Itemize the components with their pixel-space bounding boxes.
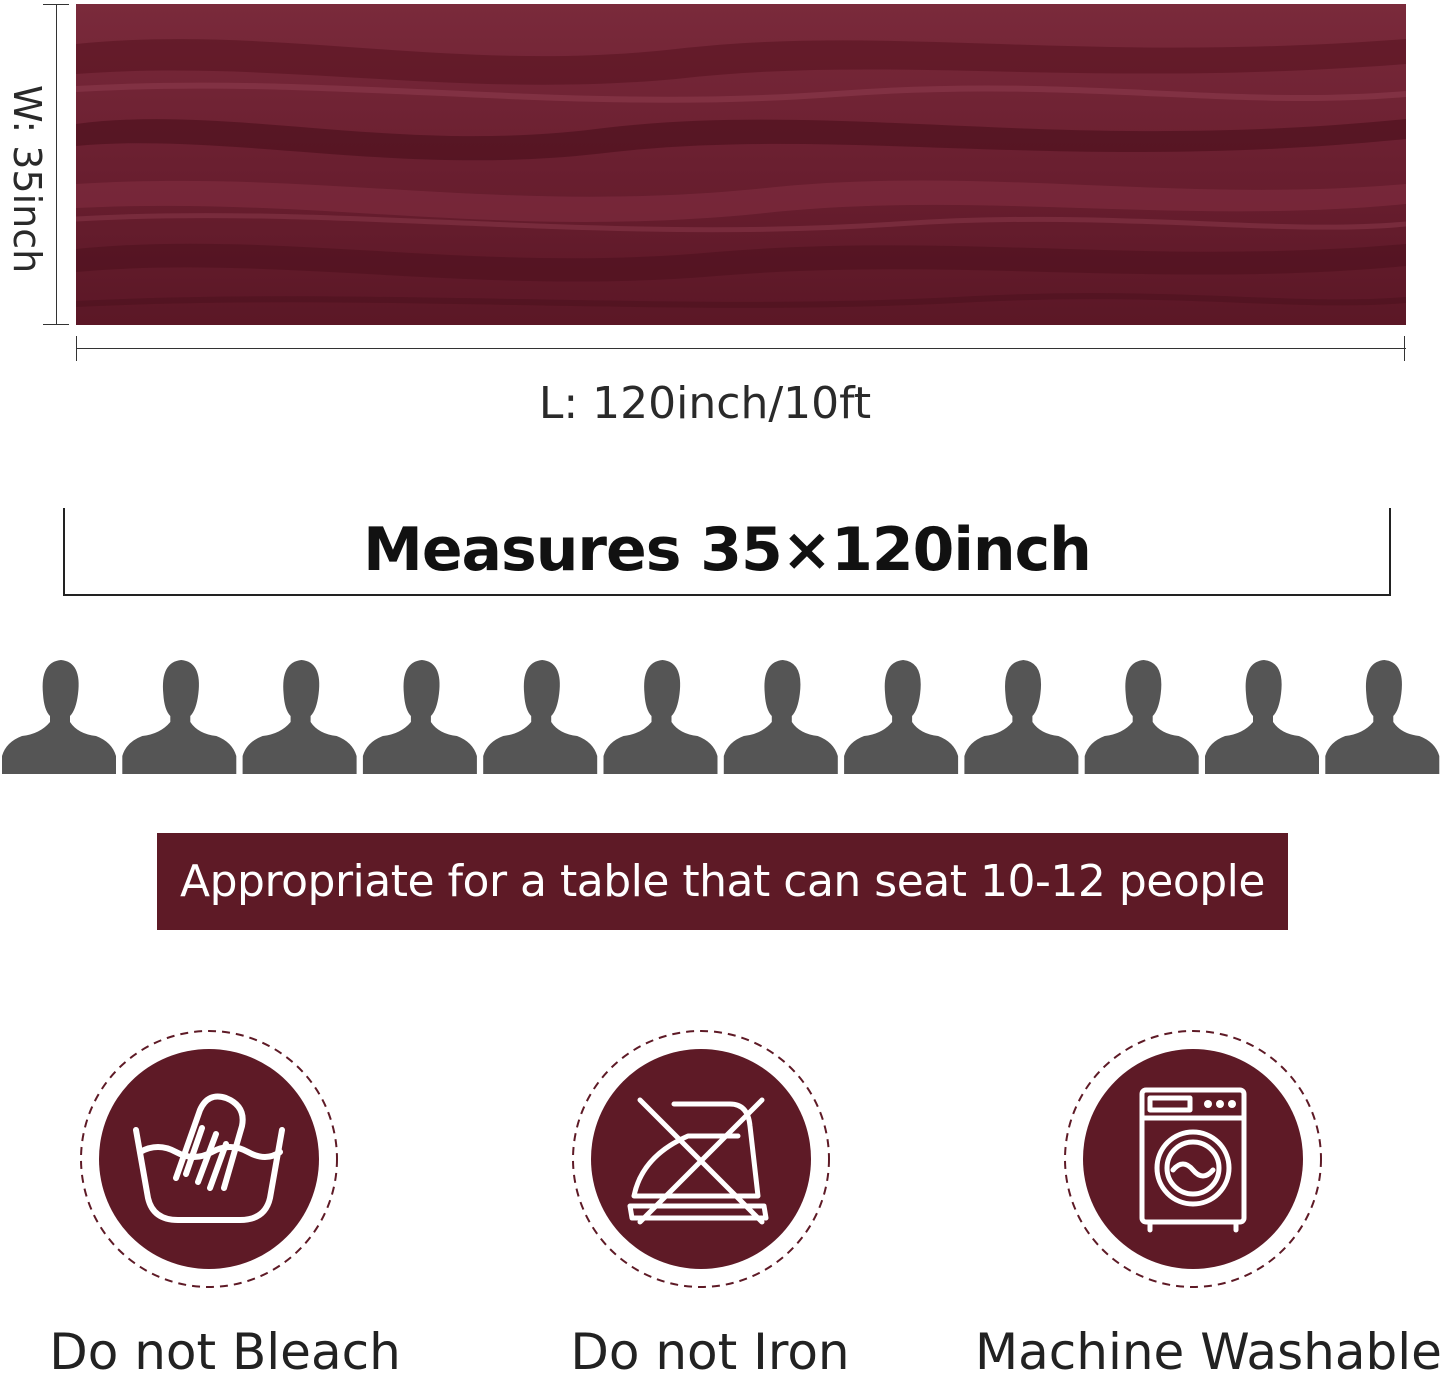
fabric-photo: [76, 4, 1406, 325]
person-silhouette-icon: [1325, 660, 1440, 774]
measures-heading: Measures 35×120inch: [363, 515, 1092, 585]
person-silhouette-icon: [844, 660, 959, 774]
no-iron-icon: [572, 1030, 830, 1288]
width-dimension-cap-top: [43, 4, 69, 5]
care-label-wash: Machine Washable: [975, 1323, 1442, 1381]
person-silhouette-icon: [2, 660, 116, 774]
length-dimension-cap-right: [1404, 336, 1405, 361]
width-dimension-line: [56, 4, 57, 325]
washing-machine-icon: [1064, 1030, 1322, 1288]
person-silhouette-icon: [1084, 660, 1199, 774]
person-silhouette-icon: [723, 660, 838, 774]
seating-banner: Appropriate for a table that can seat 10…: [157, 833, 1288, 930]
length-dimension-cap-left: [76, 336, 77, 361]
person-silhouette-icon: [242, 660, 357, 774]
care-label-bleach: Do not Bleach: [49, 1323, 401, 1381]
seating-banner-text: Appropriate for a table that can seat 10…: [180, 855, 1265, 907]
length-dimension-line: [76, 348, 1406, 349]
person-silhouette-icon: [483, 660, 598, 774]
person-silhouette-icon: [964, 660, 1079, 774]
measures-bracket: [63, 508, 1391, 596]
person-silhouette-icon: [362, 660, 477, 774]
width-dimension-cap-bottom: [43, 324, 69, 325]
person-silhouette-icon: [122, 660, 237, 774]
hand-wash-basin-icon: [80, 1030, 338, 1288]
width-label: W: 35inch: [5, 85, 49, 274]
person-silhouette-icon: [1205, 660, 1319, 774]
people-row: [2, 660, 1440, 774]
length-label: L: 120inch/10ft: [538, 378, 872, 429]
person-silhouette-icon: [603, 660, 718, 774]
care-label-iron: Do not Iron: [570, 1323, 850, 1381]
